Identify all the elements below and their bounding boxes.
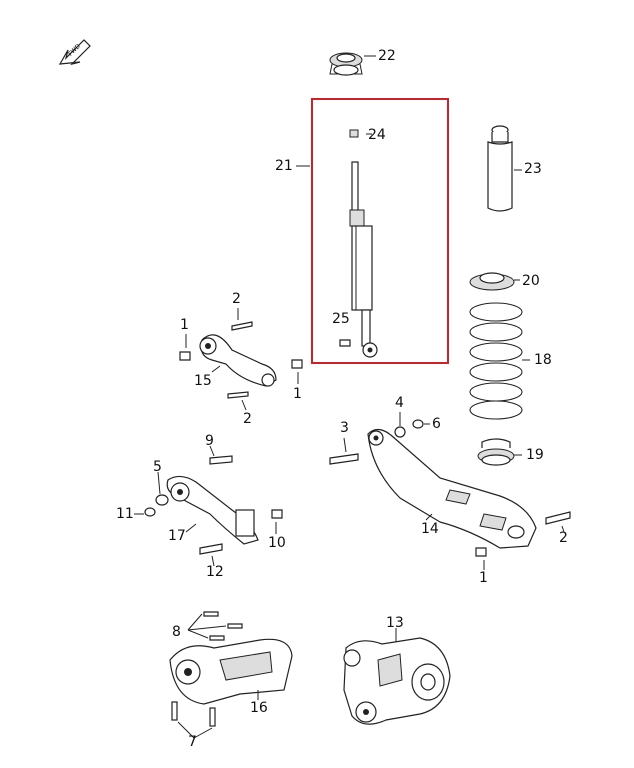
callout-1-upper-arm-left: 1 [180, 317, 189, 333]
upper-control-arm-part [179, 308, 303, 411]
callout-3: 3 [340, 420, 349, 436]
coil-spring-part [469, 302, 530, 420]
callout-9: 9 [205, 433, 214, 449]
callout-1-upper-arm-right: 1 [293, 386, 302, 402]
callout-2-upper-arm: 2 [232, 291, 241, 307]
callout-10: 10 [268, 535, 286, 551]
callout-6: 6 [432, 416, 441, 432]
knuckle-part [343, 628, 451, 725]
callout-13: 13 [386, 615, 404, 631]
callout-19: 19 [526, 447, 544, 463]
callout-24: 24 [368, 127, 386, 143]
callout-21: 21 [275, 158, 293, 174]
callout-25: 25 [332, 311, 350, 327]
callout-4: 4 [395, 395, 404, 411]
shock-absorber-part [296, 129, 378, 358]
spring-seat-upper-part [469, 272, 520, 291]
callout-16: 16 [250, 700, 268, 716]
spring-isolator-lower-part [477, 438, 522, 466]
forward-arrow-icon: FWD [58, 39, 91, 66]
callout-2-trailing-arm: 2 [559, 530, 568, 546]
callout-18: 18 [534, 352, 552, 368]
callout-1-trailing-arm: 1 [479, 570, 488, 586]
trailing-arm-part [329, 412, 571, 570]
callout-17: 17 [168, 528, 186, 544]
callout-20: 20 [522, 273, 540, 289]
callout-5: 5 [153, 459, 162, 475]
callout-8: 8 [172, 624, 181, 640]
callout-2-upper-arm-lower: 2 [243, 411, 252, 427]
upper-mount-part [329, 52, 376, 76]
lower-control-arm-part [134, 445, 283, 567]
callout-22: 22 [378, 48, 396, 64]
callout-11: 11 [116, 506, 134, 522]
bump-stop-part [487, 125, 522, 212]
highlight-box [311, 98, 449, 364]
callout-15: 15 [194, 373, 212, 389]
callout-14: 14 [421, 521, 439, 537]
callout-23: 23 [524, 161, 542, 177]
callout-7: 7 [188, 734, 197, 750]
lower-rear-arm-part [169, 611, 293, 739]
callout-12: 12 [206, 564, 224, 580]
